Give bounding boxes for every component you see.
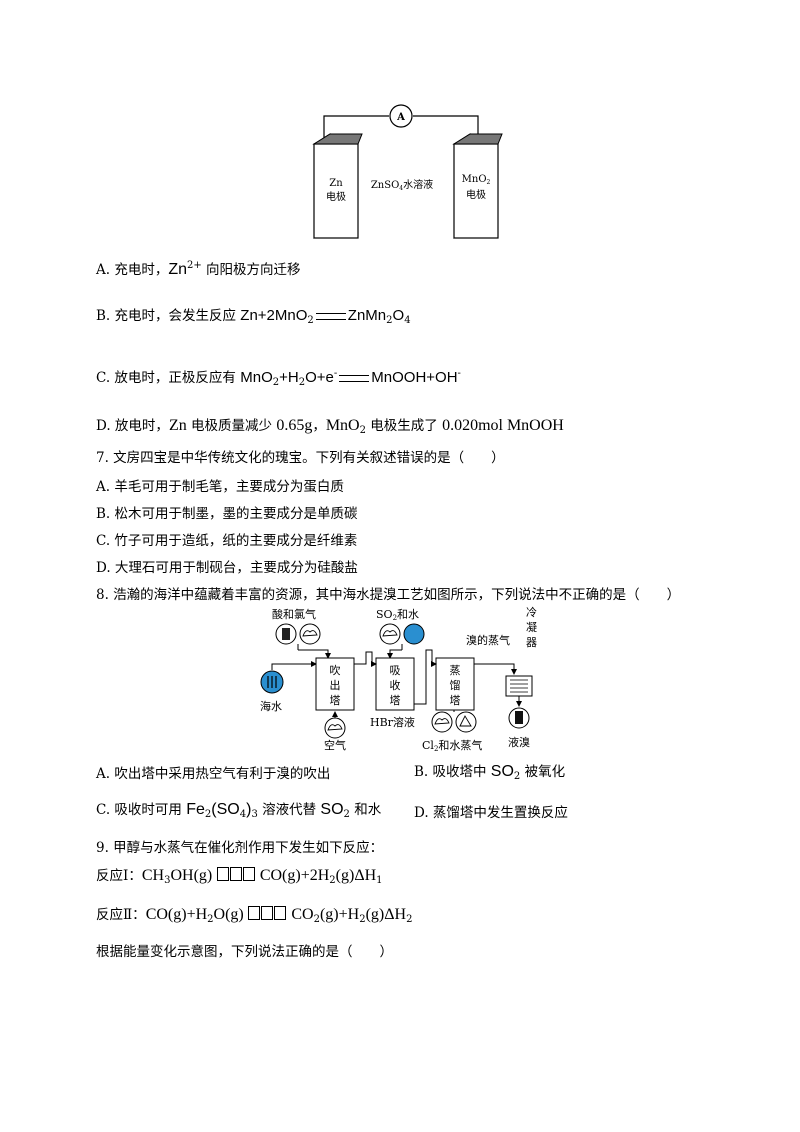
absorb-tower	[375, 657, 415, 711]
q9-stem: 9. 甲醇与水蒸气在催化剂作用下发生如下反应：	[96, 840, 384, 856]
q6-option-c[interactable]: C. 放电时，正极反应有 MnO2+H2O+e-MnOOH+OH-	[96, 368, 461, 388]
svg-text:器: 器	[526, 636, 537, 649]
svg-text:溴的蒸气: 溴的蒸气	[466, 633, 510, 647]
q7-option-a[interactable]: A. 羊毛可用于制毛笔，主要成分为蛋白质	[96, 479, 344, 495]
svg-text:塔: 塔	[450, 694, 461, 707]
q7-option-b[interactable]: B. 松木可用于制墨，墨的主要成分是单质碳	[96, 506, 358, 522]
q8-stem: 8. 浩瀚的海洋中蕴藏着丰富的资源，其中海水提溴工艺如图所示，下列说法中不正确的…	[96, 587, 681, 603]
svg-text:空气: 空气	[324, 738, 346, 752]
svg-text:酸和氯气: 酸和氯气	[272, 607, 316, 621]
q9-reaction-1: 反应Ⅰ：CH3OH(g) CO(g)+2H2(g)ΔH1	[96, 867, 383, 886]
q8-option-a[interactable]: A. 吹出塔中采用热空气有利于溴的吹出	[96, 766, 331, 782]
svg-text:塔: 塔	[390, 694, 401, 707]
svg-text:海水: 海水	[260, 699, 282, 713]
condenser	[505, 675, 533, 697]
ammeter-icon	[389, 104, 413, 128]
svg-text:液溴: 液溴	[508, 735, 530, 749]
q8-option-b[interactable]: B. 吸收塔中 SO2 被氧化	[414, 763, 566, 782]
svg-text:塔: 塔	[330, 694, 341, 707]
svg-text:HBr溶液: HBr溶液	[370, 715, 415, 729]
svg-text:电极: 电极	[466, 188, 486, 201]
svg-text:吸: 吸	[390, 664, 401, 677]
q8-option-d[interactable]: D. 蒸馏塔中发生置换反应	[414, 805, 568, 821]
blowout-tower	[315, 657, 355, 711]
q9-reaction-2: 反应Ⅱ：CO(g)+H2O(g) CO2(g)+H2(g)ΔH2	[96, 906, 413, 925]
svg-text:出: 出	[330, 678, 341, 692]
svg-text:凝: 凝	[526, 620, 537, 634]
svg-text:电极: 电极	[326, 190, 346, 203]
q7-option-c[interactable]: C. 竹子可用于造纸，纸的主要成分是纤维素	[96, 533, 358, 549]
svg-text:Cl2和水蒸气: Cl2和水蒸气	[422, 738, 482, 752]
svg-text:收: 收	[390, 678, 401, 692]
svg-text:馏: 馏	[450, 678, 461, 692]
distill-tower	[435, 657, 475, 711]
svg-text:Zn: Zn	[329, 178, 343, 189]
q9-followup: 根据能量变化示意图，下列说法正确的是（ ）	[96, 944, 393, 960]
ammeter-label: A	[396, 112, 405, 123]
q7-option-d[interactable]: D. 大理石可用于制砚台，主要成分为硅酸盐	[96, 560, 358, 576]
svg-text:吹: 吹	[330, 664, 341, 677]
svg-text:MnO2: MnO2	[462, 174, 491, 186]
mno2-electrode	[453, 143, 499, 239]
bromine-process-diagram: 酸和氯气 SO2和水 溴的蒸气 冷 凝 器 海水 吹 出 塔 吸 收 塔 蒸 馏…	[260, 606, 537, 752]
q8-option-c[interactable]: C. 吸收时可用 Fe2(SO4)3 溶液代替 SO2 和水	[96, 801, 382, 820]
svg-text:SO2和水: SO2和水	[376, 608, 419, 622]
solution-label: ZnSO4水溶液	[371, 178, 433, 192]
q6-option-d[interactable]: D. 放电时，Zn 电极质量减少 0.65g，MnO2 电极生成了 0.020m…	[96, 417, 564, 436]
q6-option-a[interactable]: A. 充电时，Zn2+ 向阳极方向迁移	[96, 260, 301, 278]
svg-text:蒸: 蒸	[450, 664, 461, 677]
battery-diagram: A Zn 电极 ZnSO4水溶液 MnO2 电极	[312, 104, 503, 239]
q7-stem: 7. 文房四宝是中华传统文化的瑰宝。下列有关叙述错误的是（ ）	[96, 450, 505, 466]
svg-text:冷: 冷	[526, 606, 537, 619]
zn-electrode	[313, 143, 359, 239]
